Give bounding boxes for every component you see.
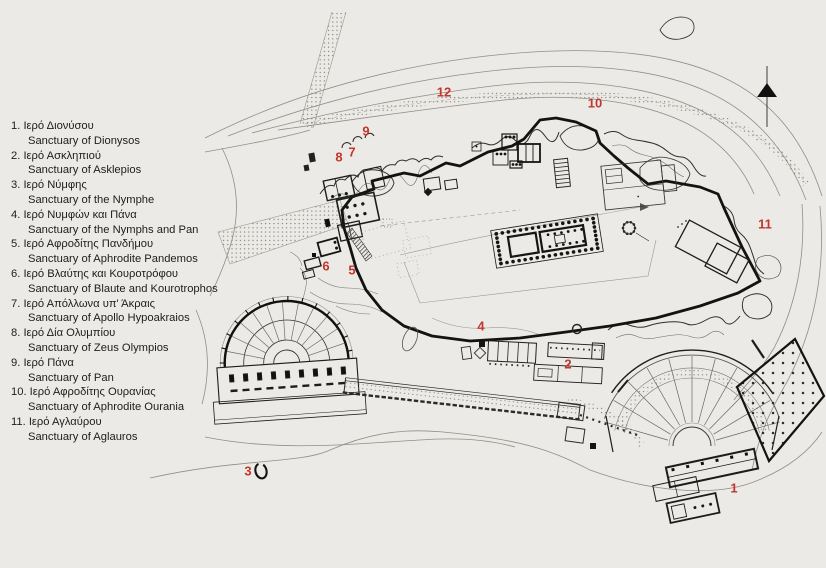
arrephorion-buildings (422, 141, 482, 192)
legend-item-english: Sanctuary of Aphrodite Pandemos (28, 253, 198, 266)
map-marker-3: 3 (244, 463, 251, 478)
legend-item-english: Sanctuary of Apollo Hypoakraios (28, 312, 190, 325)
legend-item-greek: 10. Ιερό Αφροδίτης Ουρανίας (11, 386, 156, 399)
propylaea (303, 152, 412, 262)
legend-item-english: Sanctuary of the Nymphs and Pan (28, 223, 199, 236)
theatre-approach-path (567, 397, 645, 448)
odeon-herodes-atticus (212, 296, 367, 425)
nymphs-pan-cave (401, 326, 487, 361)
odeion-of-pericles (735, 337, 826, 464)
north-slope-rocks (319, 16, 707, 201)
acropolis-museum (600, 159, 678, 211)
legend-item-english: Sanctuary of Pan (28, 371, 114, 384)
temple-of-dionysos (665, 491, 721, 525)
east-slope-rocks (723, 205, 782, 320)
legend-item-english: Sanctuary of Aglauros (28, 430, 138, 443)
legend-item-english: Sanctuary of Zeus Olympios (28, 341, 169, 354)
map-marker-4: 4 (477, 318, 485, 333)
map-marker-11: 11 (758, 216, 772, 231)
belvedere (674, 219, 750, 284)
erechtheion (492, 133, 541, 169)
legend-item-english: Sanctuary of the Nymphe (28, 193, 155, 206)
asklepieion (486, 323, 605, 385)
legend-item-greek: 4. Ιερό Νυμφών και Πάνα (11, 208, 137, 221)
legend-item-greek: 11. Ιερό Αγλαύρου (11, 415, 102, 428)
legend-item-greek: 1. Ιερό Διονύσου (11, 120, 94, 132)
legend-item-english: Sanctuary of Aphrodite Ourania (28, 401, 185, 414)
athena-nike-temple (316, 236, 342, 258)
stoa-east-colonnade (579, 413, 641, 438)
map-marker-9: 9 (362, 123, 369, 138)
legend-item-greek: 7. Ιερό Απόλλωνα υπ' Άκραις (11, 297, 155, 310)
north-arrow-icon (757, 66, 777, 127)
choregic-monuments (556, 401, 596, 449)
map-marker-6: 6 (322, 258, 329, 273)
legend-item-greek: 9. Ιερό Πάνα (11, 356, 74, 369)
legend-item-greek: 8. Ιερό Δία Ολυμπίου (11, 327, 116, 340)
west-slope-terrain (289, 251, 383, 315)
panathenaic-way-arrow (640, 203, 649, 211)
legend-item-english: Sanctuary of Blaute and Kourotrophos (28, 282, 218, 295)
west-approach-ramp (217, 199, 349, 265)
map-marker-12: 12 (437, 84, 451, 99)
legend-item-greek: 3. Ιερό Νύμφης (11, 179, 87, 192)
north-access-path (299, 11, 347, 129)
old-athena-temple-foundation (553, 157, 571, 189)
map-marker-8: 8 (335, 149, 342, 164)
map-marker-2: 2 (564, 356, 571, 371)
legend-item-greek: 6. Ιερό Βλαύτης και Κουροτρόφου (11, 267, 179, 280)
legend-item-english: Sanctuary of Dionysos (28, 134, 140, 147)
legend-item-greek: 2. Ιερό Ασκληπιού (11, 149, 101, 162)
south-slope-rocks (607, 315, 741, 339)
map-marker-1: 1 (730, 480, 737, 495)
legend-item-english: Sanctuary of Asklepios (28, 164, 142, 177)
peripatos-path (304, 90, 809, 186)
stoa-of-eumenes (342, 377, 581, 421)
beule-gate (301, 253, 322, 280)
map-marker-7: 7 (348, 144, 355, 159)
legend-item-greek: 5. Ιερό Αφροδίτης Πανδήμου (11, 238, 154, 251)
temple-of-rome-augustus (621, 220, 650, 242)
map-marker-10: 10 (588, 95, 602, 110)
parthenon (490, 213, 604, 269)
map-marker-5: 5 (348, 262, 355, 277)
nymphe-sanctuary-circle (254, 462, 268, 480)
acropolis-wall (340, 116, 762, 343)
